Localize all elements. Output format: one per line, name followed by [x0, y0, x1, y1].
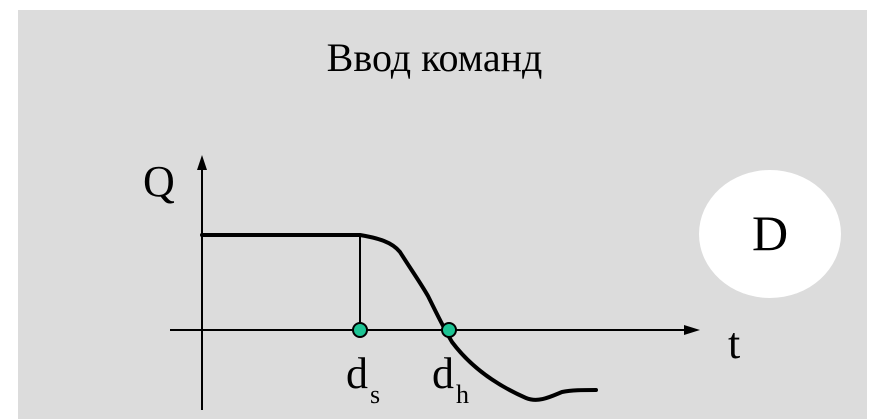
x-axis-label: t [728, 319, 741, 368]
marker-dh-label: d [432, 349, 454, 398]
y-axis-label: Q [143, 157, 175, 206]
marker-ds-subscript: s [370, 380, 381, 409]
y-axis-arrow [197, 155, 207, 170]
slide-title: Ввод команд [326, 35, 543, 80]
marker-dh-point [441, 322, 457, 338]
marker-dh-subscript: h [456, 380, 469, 409]
badge-circle [699, 170, 841, 298]
badge-label: D [751, 205, 789, 261]
q-curve [200, 233, 598, 402]
marker-ds-label: d [346, 349, 368, 398]
marker-ds-point [352, 322, 368, 338]
x-axis-arrow [684, 325, 700, 335]
